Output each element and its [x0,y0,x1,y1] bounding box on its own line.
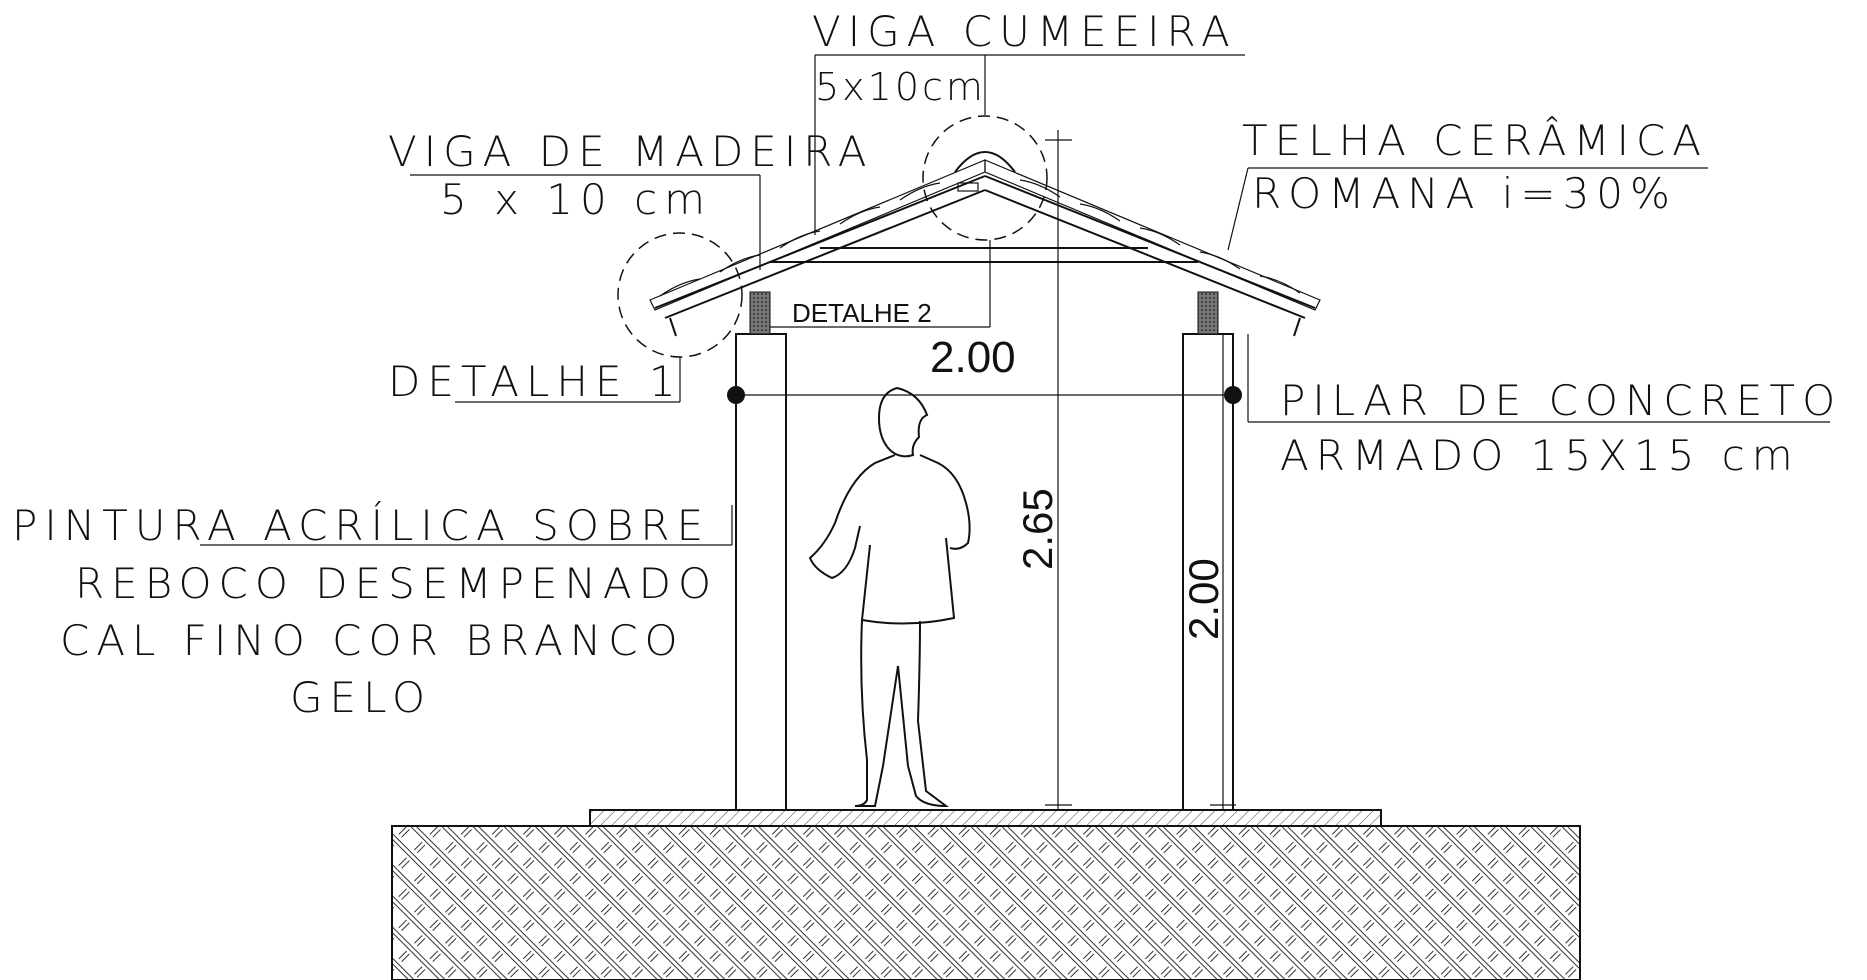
label-viga-madeira-size: 5 x 10 cm [440,175,712,224]
label-viga-cumeeira-size: 5x10cm [815,65,986,109]
dimension-span [727,386,1242,404]
label-pillar-height: 2.00 [1180,558,1227,640]
bearing-block-left [749,291,771,335]
label-pintura-line3: CAL FINO COR BRANCO [60,616,685,665]
label-ridge-height: 2.65 [1014,488,1061,570]
label-pintura-line4: GELO [290,673,432,722]
floor-slab [589,809,1382,827]
leader-lines [200,54,1830,546]
label-telha-line2: ROMANA i=30% [1252,169,1677,218]
label-pintura-line2: REBOCO DESEMPENADO [75,559,718,608]
bearing-block-right [1197,291,1219,335]
label-viga-madeira: VIGA DE MADEIRA [388,127,873,176]
label-telha-line1: TELHA CERÂMICA [1242,115,1708,165]
dimension-ridge-height [1045,130,1072,810]
label-detalhe-1: DETALHE 1 [388,357,683,406]
roof-truss [649,151,1321,337]
dimension-pillar-height [1210,334,1236,810]
label-pilar-line2: ARMADO 15X15 cm [1280,431,1800,480]
label-viga-cumeeira: VIGA CUMEEIRA [812,7,1237,56]
pillar-left [735,333,787,811]
label-pintura-line1: PINTURA ACRÍLICA SOBRE [12,500,710,550]
label-detalhe-2: DETALHE 2 [792,298,932,328]
label-pilar-line1: PILAR DE CONCRETO [1280,376,1842,425]
detail-circle-2 [922,115,1048,241]
label-span-width: 2.00 [930,333,1016,382]
human-scale-figure [808,386,971,808]
ground-block [391,825,1581,980]
